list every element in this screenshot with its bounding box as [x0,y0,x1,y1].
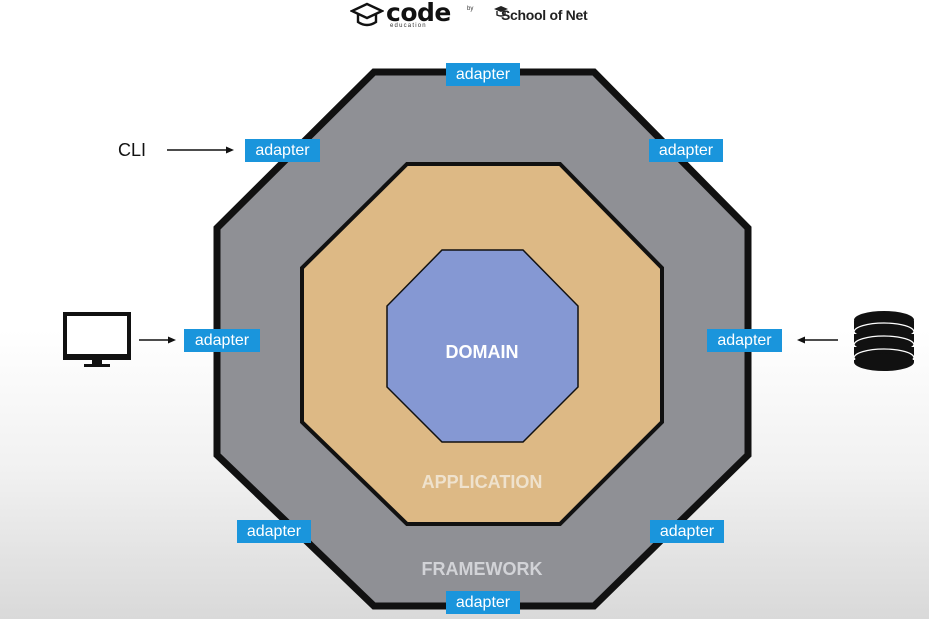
monitor-icon [63,312,131,367]
database-arrow [797,336,838,344]
adapter-upper-left[interactable]: adapter [245,139,320,162]
brand-school-text: School of Net [501,7,588,23]
by-text: by [467,6,474,12]
brand-code-subtext: education [390,23,427,29]
brand-code-text: code [386,0,451,27]
code-education-logo: code education [349,0,451,31]
monitor-arrow [139,336,176,344]
adapter-left[interactable]: adapter [184,329,260,352]
header: code education by School of Net [0,0,929,34]
adapter-top[interactable]: adapter [446,63,520,86]
database-icon [853,311,915,371]
application-label: APPLICATION [421,472,543,492]
adapter-right[interactable]: adapter [707,329,782,352]
cli-arrow [167,146,234,154]
framework-label: FRAMEWORK [421,559,543,579]
adapter-bottom[interactable]: adapter [446,591,520,614]
adapter-lower-right[interactable]: adapter [650,520,724,543]
domain-layer [386,249,579,443]
adapter-lower-left[interactable]: adapter [237,520,311,543]
graduation-cap-icon [349,2,385,27]
domain-label: DOMAIN [445,342,519,362]
school-cap-icon [494,6,508,17]
cli-label: CLI [118,140,147,160]
adapter-upper-right[interactable]: adapter [649,139,723,162]
